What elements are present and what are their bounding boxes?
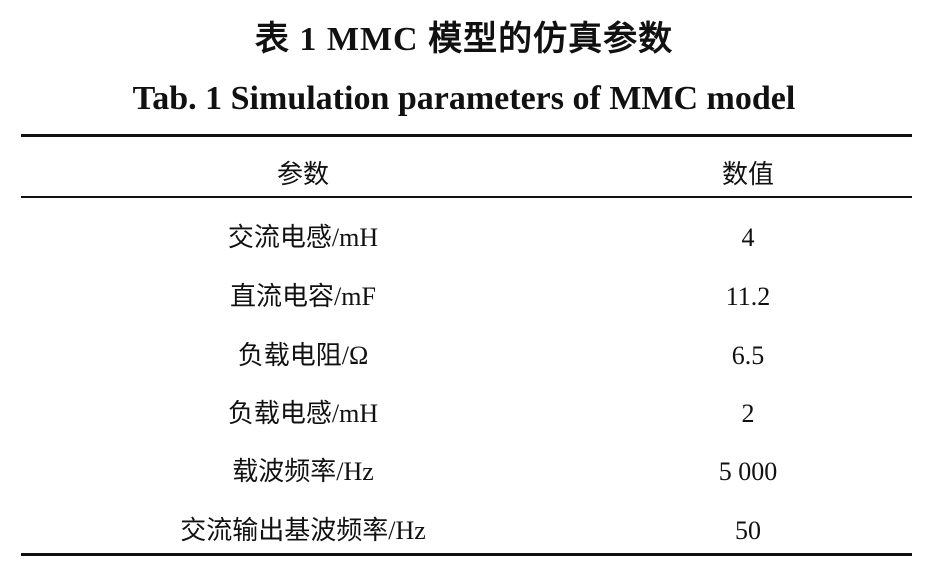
table-title-chinese: 表 1 MMC 模型的仿真参数 [254,21,674,58]
table-top-rule [21,134,912,137]
table-header-rule [21,196,912,198]
row-ac-inductance-value: 4 [741,223,755,252]
row-dc-capacitance-label: 直流电容/mF [230,282,376,311]
row-load-resistance-label: 负载电阻/Ω [237,341,369,370]
row-ac-inductance-label: 交流电感/mH [227,223,379,252]
table-bottom-rule [21,553,912,556]
row-carrier-frequency-value: 5 000 [718,457,778,486]
row-load-inductance-label: 负载电感/mH [227,399,379,428]
row-carrier-frequency-label: 载波频率/Hz [232,457,374,486]
header-parameter: 参数 [276,160,329,189]
row-ac-fundamental-frequency-value: 50 [735,516,761,545]
header-value: 数值 [721,160,774,189]
table-title-english: Tab. 1 Simulation parameters of MMC mode… [132,80,796,117]
row-dc-capacitance-value: 11.2 [725,282,771,311]
row-load-inductance-value: 2 [741,399,755,428]
row-ac-fundamental-frequency-label: 交流输出基波频率/Hz [180,516,426,545]
row-load-resistance-value: 6.5 [731,341,765,370]
